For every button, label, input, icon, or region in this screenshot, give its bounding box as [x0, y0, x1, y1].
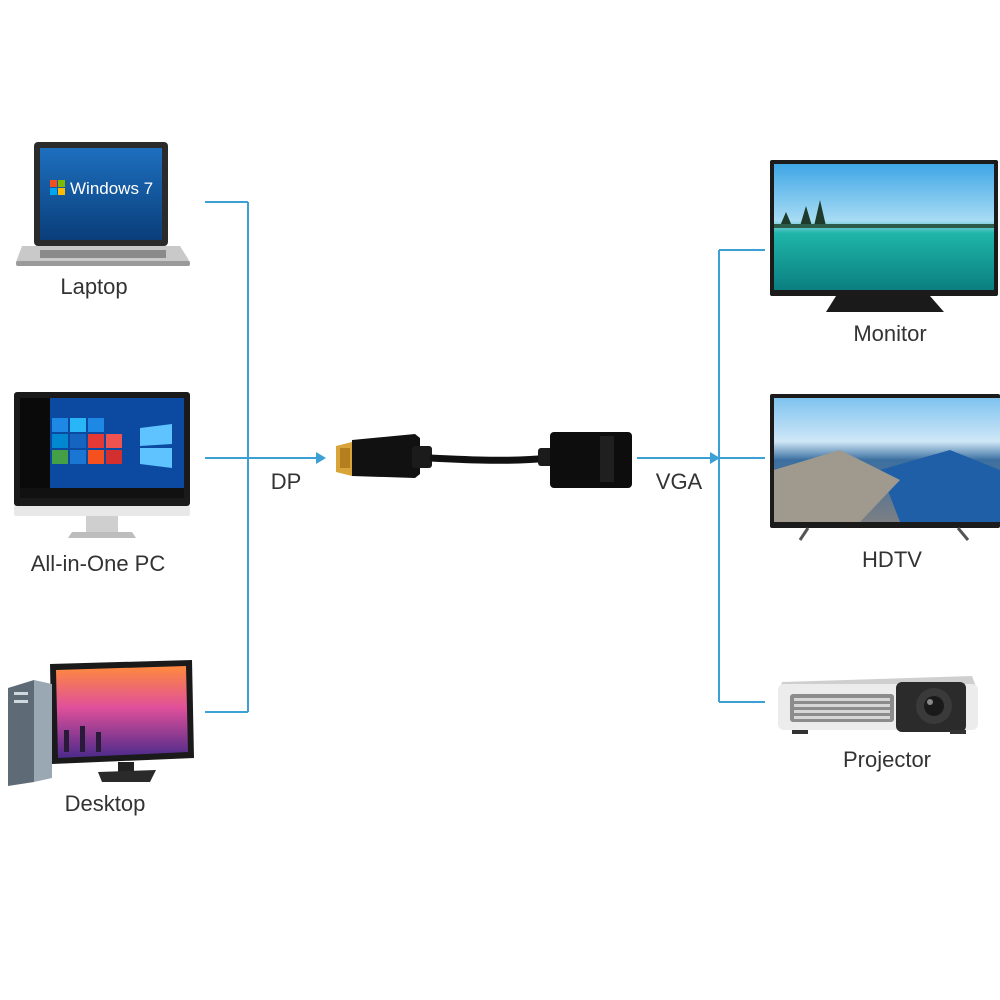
tv-icon: [770, 394, 1000, 541]
dp-to-vga-adapter-icon: [336, 432, 632, 488]
aio-label: All-in-One PC: [30, 551, 166, 576]
vga-arrow-icon: [710, 452, 720, 464]
dp-label: DP: [270, 469, 302, 494]
projector-icon: [778, 676, 978, 734]
vga-label: VGA: [655, 469, 703, 494]
dp-arrow-icon: [316, 452, 326, 464]
monitor-icon: [770, 160, 998, 312]
laptop-screen-text: Windows 7: [70, 179, 153, 198]
all-in-one-pc-icon: [14, 392, 190, 538]
projector-label: Projector: [842, 747, 932, 772]
laptop-label: Laptop: [60, 274, 128, 299]
hdtv-label: HDTV: [862, 547, 922, 572]
monitor-label: Monitor: [853, 321, 927, 346]
laptop-icon: Windows 7: [16, 142, 190, 266]
desktop-computer-icon: [8, 660, 194, 786]
desktop-label: Desktop: [64, 791, 146, 816]
